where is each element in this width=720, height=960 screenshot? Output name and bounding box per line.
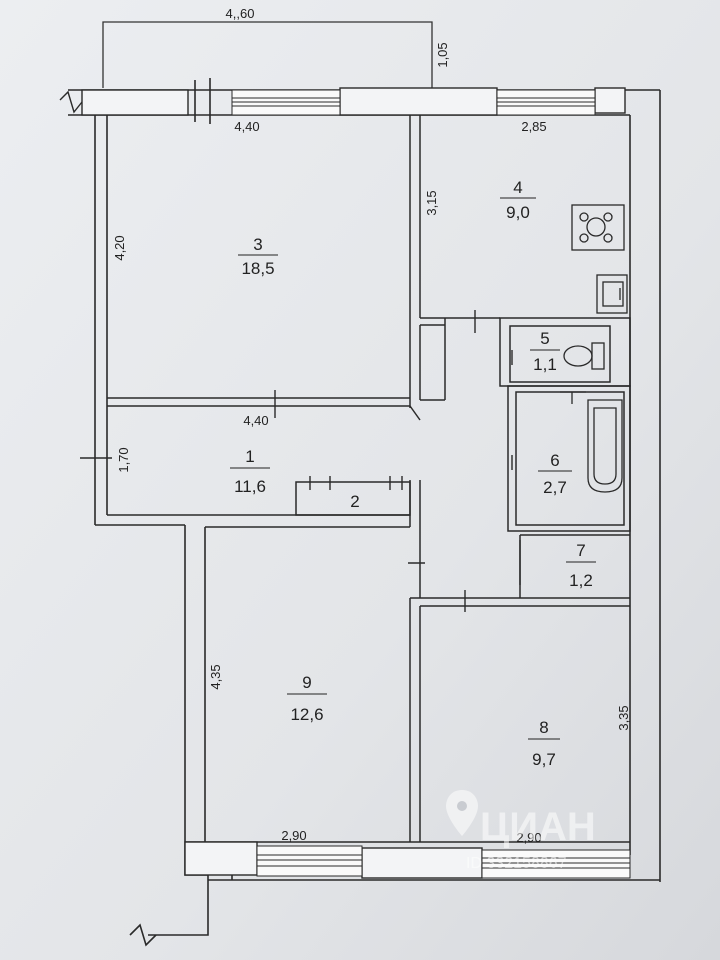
room8-width-label: 2,90 — [516, 830, 541, 845]
sink-icon — [596, 274, 628, 314]
window-room8 — [481, 849, 631, 879]
room3-width-top-label: 4,40 — [234, 119, 259, 134]
svg-text:1,1: 1,1 — [533, 355, 557, 374]
svg-text:8: 8 — [539, 718, 548, 737]
room-2-label: 2 — [350, 492, 359, 511]
watermark-id: ID 332158867 — [466, 855, 567, 872]
svg-text:11,6: 11,6 — [234, 477, 266, 496]
balcony-width-label: 4,,60 — [226, 6, 255, 21]
svg-text:5: 5 — [540, 329, 549, 348]
room-5-label: 5 1,1 — [530, 329, 560, 374]
location-pin-icon — [446, 790, 478, 836]
room-3-label: 3 18,5 — [238, 235, 278, 278]
watermark: ЦИАН ID 332158867 — [446, 790, 596, 872]
wall-break-symbol — [59, 90, 83, 114]
room-7-label: 7 1,2 — [566, 541, 596, 590]
dimension-labels: 4,,60 1,05 4,40 2,85 4,20 3,15 4,40 1,70… — [112, 6, 631, 845]
svg-text:6: 6 — [550, 451, 559, 470]
svg-text:1,2: 1,2 — [569, 571, 593, 590]
svg-text:18,5: 18,5 — [241, 259, 274, 278]
windows — [194, 78, 631, 879]
window-room3 — [231, 89, 341, 116]
svg-text:9,0: 9,0 — [506, 203, 530, 222]
window-room9 — [256, 845, 363, 877]
door-marks — [80, 310, 521, 612]
watermark-brand: ЦИАН — [480, 805, 596, 849]
room4-height-label: 3,15 — [424, 190, 439, 215]
balcony — [102, 21, 433, 88]
room9-width-label: 2,90 — [281, 828, 306, 843]
svg-text:12,6: 12,6 — [290, 705, 323, 724]
stove-icon — [571, 204, 625, 251]
svg-text:9: 9 — [302, 673, 311, 692]
room-1-label: 1 11,6 — [230, 447, 270, 496]
toilet-icon — [563, 342, 605, 370]
room-6-label: 6 2,7 — [538, 451, 572, 497]
svg-text:9,7: 9,7 — [532, 750, 556, 769]
svg-text:1: 1 — [245, 447, 254, 466]
room-4-label: 4 9,0 — [500, 178, 536, 222]
svg-text:3: 3 — [253, 235, 262, 254]
room1-height-label: 1,70 — [116, 447, 131, 472]
room-9-label: 9 12,6 — [287, 673, 327, 724]
svg-text:7: 7 — [576, 541, 585, 560]
svg-text:2: 2 — [350, 492, 359, 511]
room-8-label: 8 9,7 — [528, 718, 560, 769]
room4-width-label: 2,85 — [521, 119, 546, 134]
bathtub-icon — [560, 391, 623, 493]
room8-height-label: 3,35 — [616, 705, 631, 730]
room9-height-label: 4,35 — [208, 664, 223, 689]
room3-height-label: 4,20 — [112, 235, 127, 260]
room-labels: 3 18,5 4 9,0 5 1,1 6 2,7 1 11,6 2 7 — [230, 178, 596, 769]
svg-text:2,7: 2,7 — [543, 478, 567, 497]
interior-walls — [107, 115, 631, 842]
balcony-depth-label: 1,05 — [435, 42, 450, 67]
window-room4 — [496, 89, 596, 116]
svg-text:4: 4 — [513, 178, 522, 197]
room3-width-bottom-label: 4,40 — [243, 413, 268, 428]
